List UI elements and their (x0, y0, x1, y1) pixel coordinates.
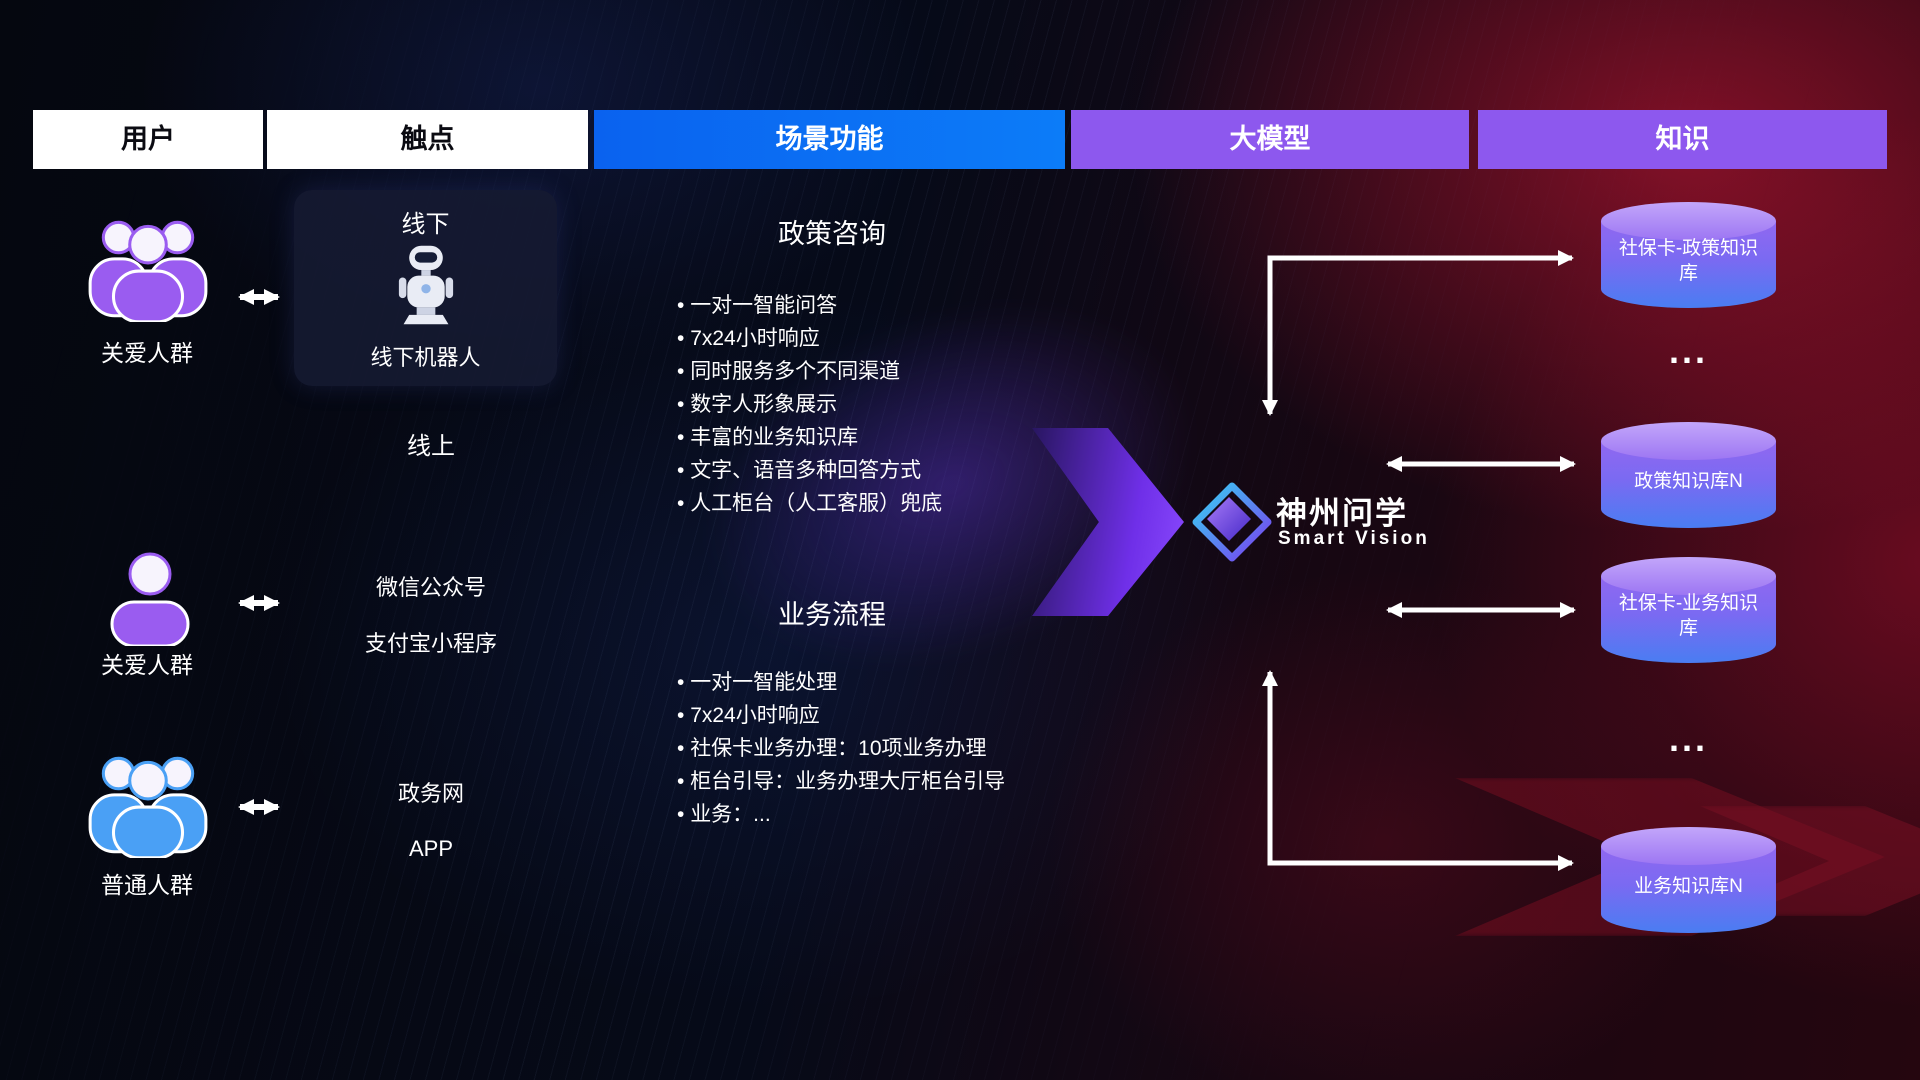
channel-alipay: 支付宝小程序 (364, 631, 497, 656)
cylinder-top (1601, 827, 1776, 865)
cylinder-top (1601, 557, 1776, 595)
business-feature-list: 一对一智能处理 7x24小时响应 社保卡业务办理：10项业务办理 柜台引导：业务… (677, 666, 1097, 831)
feature-item: 柜台引导：业务办理大厅柜台引导 (677, 765, 1097, 798)
knowledge-base-cylinder: 社保卡-业务知识库 (1601, 557, 1776, 663)
feature-text: 社保卡业务办理：10项业务办理 (690, 737, 987, 760)
knowledge-base-label: 社保卡-业务知识库 (1618, 593, 1759, 639)
user-group-label: 关爱人群 (101, 340, 193, 366)
diamond-logo-icon (1192, 482, 1272, 562)
feature-item: 文字、语音多种回答方式 (677, 454, 1097, 487)
feature-text: 丰富的业务知识库 (690, 426, 859, 449)
feature-text: 7x24小时响应 (690, 704, 820, 727)
knowledge-base-cylinder: 社保卡-政策知识库 (1601, 202, 1776, 308)
feature-item: 丰富的业务知识库 (677, 421, 1097, 454)
header-label: 触点 (400, 124, 455, 154)
feature-text: 同时服务多个不同渠道 (690, 360, 901, 383)
cylinder-top (1601, 202, 1776, 240)
online-title: 线上 (407, 433, 455, 460)
scenario-title-policy: 政策咨询 (778, 219, 886, 249)
user-group-label: 关爱人群 (101, 652, 193, 678)
group-people-icon (82, 212, 214, 322)
feature-text: 柜台引导：业务办理大厅柜台引导 (690, 770, 1006, 793)
brand-name: 神州问学 (1276, 496, 1408, 531)
feature-item: 社保卡业务办理：10项业务办理 (677, 732, 1097, 765)
offline-robot-card: 线下 线下机器人 (294, 190, 557, 386)
feature-text: 7x24小时响应 (690, 327, 820, 350)
channel-app: APP (408, 836, 454, 861)
person-icon (104, 548, 196, 646)
feature-item: 一对一智能问答 (677, 289, 1097, 322)
group-people-icon (82, 748, 214, 858)
knowledge-base-label: 社保卡-政策知识库 (1618, 238, 1759, 284)
feature-item: 7x24小时响应 (677, 322, 1097, 355)
feature-text: 数字人形象展示 (690, 393, 838, 416)
policy-feature-list: 一对一智能问答 7x24小时响应 同时服务多个不同渠道 数字人形象展示 丰富的业… (677, 289, 1097, 520)
scenario-title-business: 业务流程 (778, 600, 886, 630)
feature-text: 一对一智能处理 (690, 671, 838, 694)
channel-gov-web: 政务网 (397, 781, 464, 806)
header-label: 用户 (121, 124, 175, 154)
feature-item: 同时服务多个不同渠道 (677, 355, 1097, 388)
offline-title: 线下 (401, 211, 450, 238)
user-group-label: 普通人群 (101, 872, 193, 898)
feature-item: 数字人形象展示 (677, 388, 1097, 421)
feature-text: 一对一智能问答 (690, 294, 838, 317)
column-header-model: 大模型 (1071, 110, 1469, 169)
column-header-scenarios: 场景功能 (594, 110, 1065, 169)
header-label: 知识 (1655, 124, 1710, 154)
header-label: 场景功能 (775, 124, 884, 154)
channel-wechat: 微信公众号 (375, 575, 486, 600)
header-label: 大模型 (1229, 124, 1311, 154)
cylinder-top (1601, 422, 1776, 460)
offline-device-label: 线下机器人 (370, 345, 481, 370)
feature-text: 文字、语音多种回答方式 (690, 459, 922, 482)
knowledge-base-label: 业务知识库N (1634, 875, 1743, 897)
feature-text: 人工柜台（人工客服）兜底 (690, 492, 943, 515)
column-header-knowledge: 知识 (1478, 110, 1887, 169)
feature-item: 人工柜台（人工客服）兜底 (677, 487, 1097, 520)
column-header-users: 用户 (33, 110, 263, 169)
feature-item: 一对一智能处理 (677, 666, 1097, 699)
feature-item: 业务：... (677, 798, 1097, 831)
brand-subtitle: Smart Vision (1278, 528, 1430, 549)
feature-item: 7x24小时响应 (677, 699, 1097, 732)
feature-text: 业务：... (690, 803, 771, 826)
column-header-touchpoints: 触点 (267, 110, 588, 169)
ellipsis-more: ... (1668, 718, 1708, 759)
knowledge-base-cylinder: 业务知识库N (1601, 827, 1776, 933)
knowledge-base-cylinder: 政策知识库N (1601, 422, 1776, 528)
knowledge-base-label: 政策知识库N (1634, 470, 1743, 492)
ellipsis-more: ... (1668, 330, 1708, 371)
robot-icon (396, 242, 456, 333)
